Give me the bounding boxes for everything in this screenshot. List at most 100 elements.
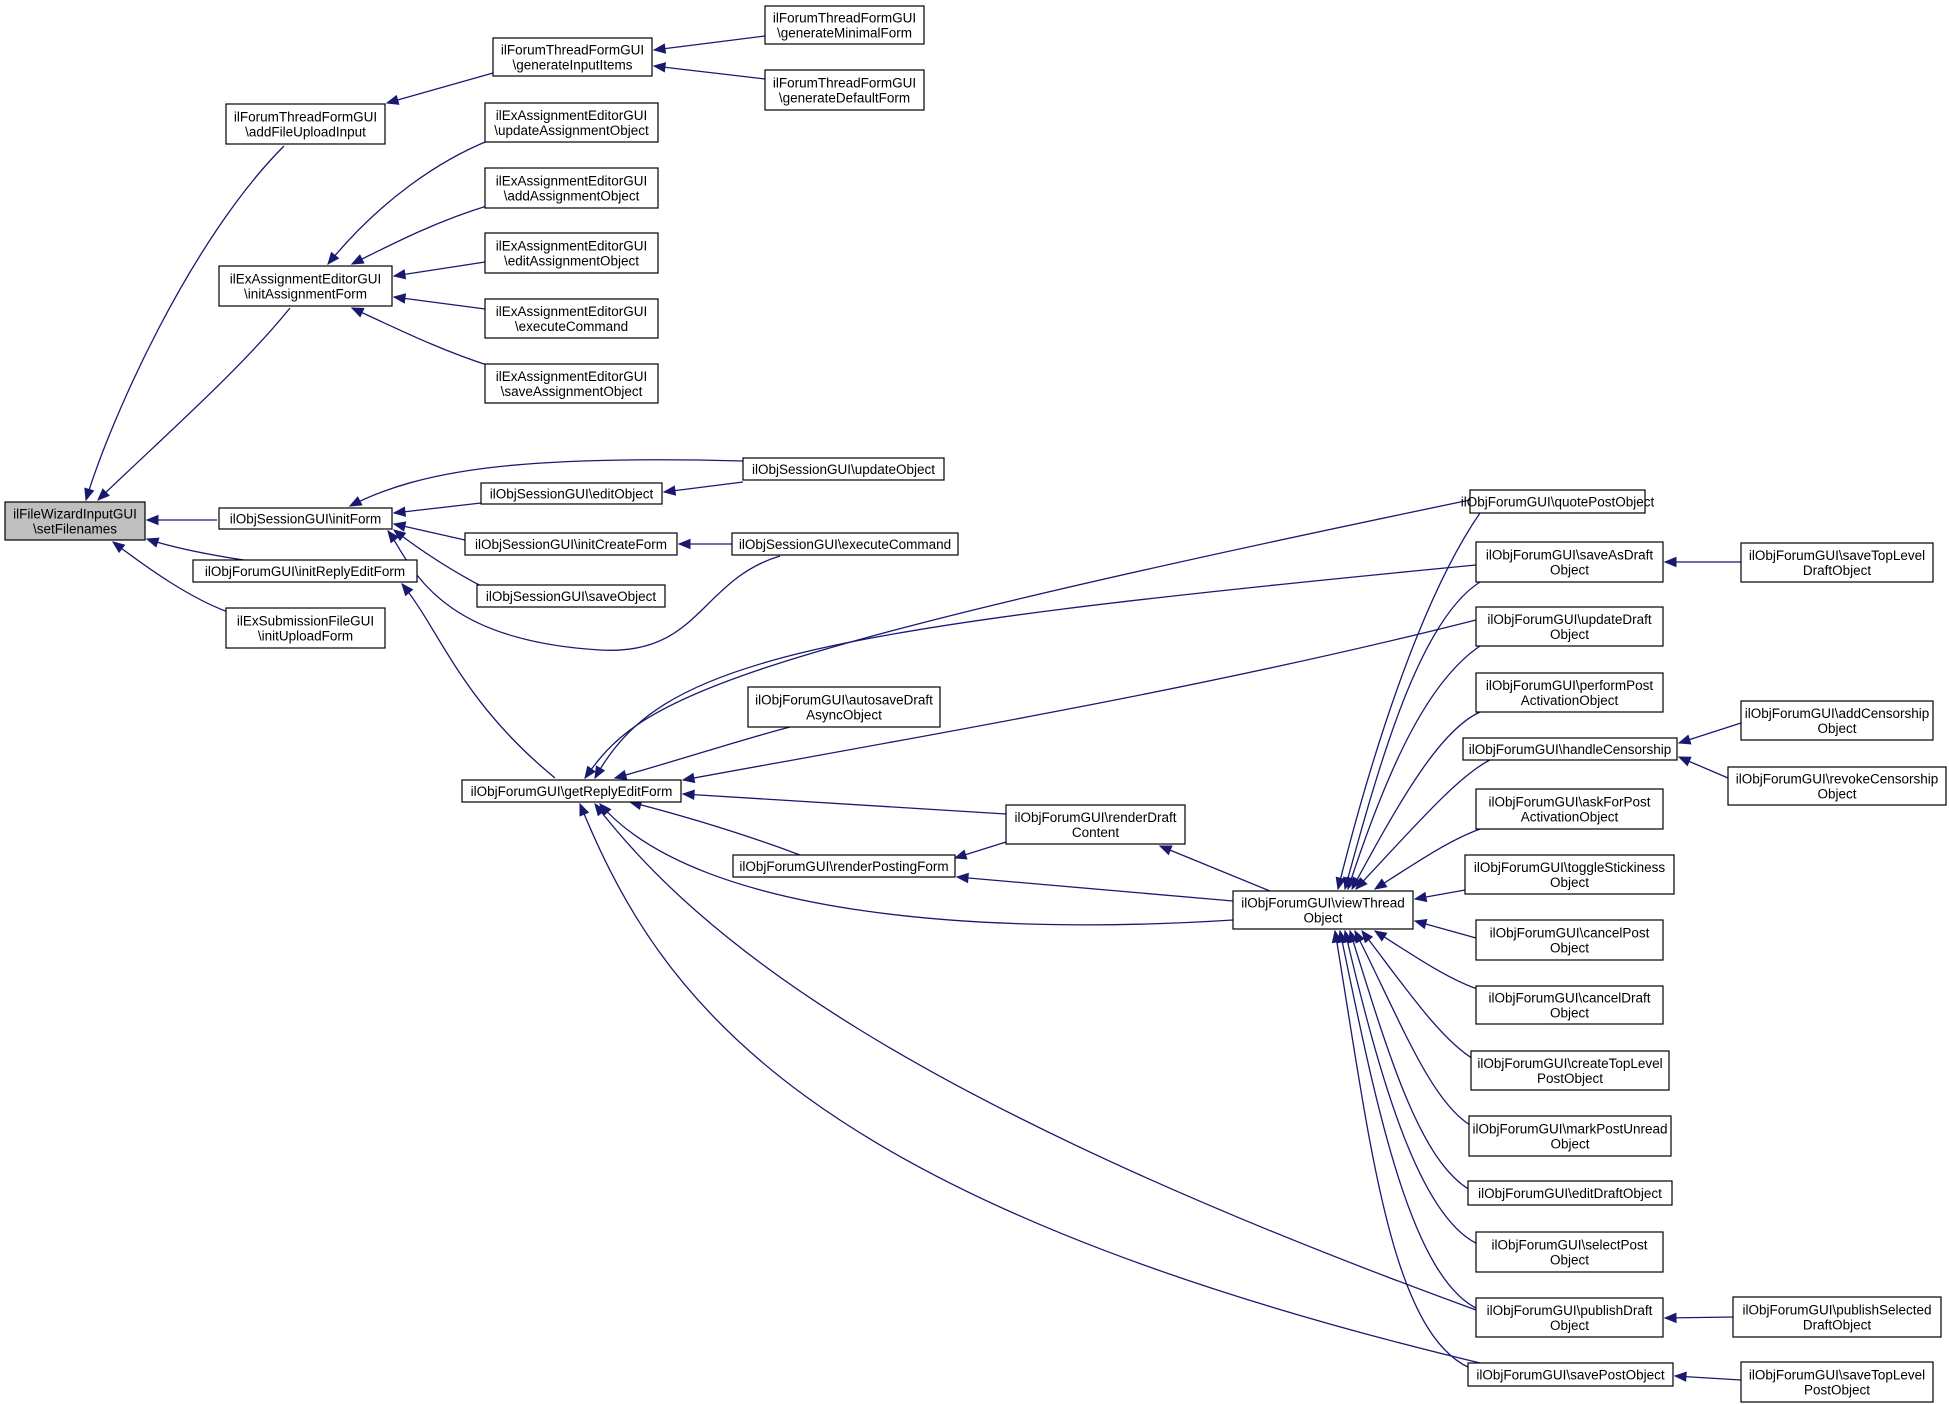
node-initReplyEditForm[interactable]: ilObjForumGUI\initReplyEditForm (192, 559, 418, 583)
node-addFileUploadInput[interactable]: ilForumThreadFormGUI\addFileUploadInput (225, 103, 386, 145)
arrowhead (613, 769, 628, 780)
edge-performPostActivationObject-to-viewThreadObject (1351, 711, 1481, 891)
edge-renderDraftContent-to-getReplyEditForm (681, 789, 1007, 815)
node-editDraftObject[interactable]: ilObjForumGUI\editDraftObject (1467, 1180, 1673, 1206)
node-performPostActivationObject[interactable]: ilObjForumGUI\performPostActivationObjec… (1475, 672, 1664, 713)
node-label: ilObjForumGUI\saveTopLevel (1749, 1368, 1925, 1383)
node-box (192, 559, 418, 583)
node-box (747, 686, 941, 728)
node-generateDefaultForm[interactable]: ilForumThreadFormGUI\generateDefaultForm (764, 69, 925, 111)
node-label: ilObjForumGUI\createTopLevel (1477, 1056, 1662, 1071)
node-label: \initAssignmentForm (244, 287, 367, 302)
node-label: Object (1817, 721, 1856, 736)
edge-line (351, 307, 491, 367)
edge-initReplyEditForm-to-setFilenames (145, 537, 251, 562)
edge-line (599, 803, 1234, 926)
node-quotePostObject[interactable]: ilObjForumGUI\quotePostObject (1461, 489, 1655, 514)
node-getReplyEditForm[interactable]: ilObjForumGUI\getReplyEditForm (461, 779, 682, 803)
node-label: ilObjForumGUI\publishSelected (1742, 1303, 1931, 1318)
node-executeCommandSess[interactable]: ilObjSessionGUI\executeCommand (731, 532, 959, 556)
arrowhead (1373, 930, 1388, 942)
edge-generateDefaultForm-to-generateInputItems (652, 62, 766, 80)
node-saveObjectSess[interactable]: ilObjSessionGUI\saveObject (476, 584, 666, 608)
node-initForm[interactable]: ilObjSessionGUI\initForm (218, 507, 393, 530)
node-label: ilObjForumGUI\askForPost (1488, 795, 1650, 810)
node-saveAssignmentObject[interactable]: ilExAssignmentEditorGUI\saveAssignmentOb… (484, 363, 659, 404)
node-label: ilExAssignmentEditorGUI (496, 239, 648, 254)
arrowhead (955, 872, 969, 884)
edge-line (349, 459, 744, 507)
arrowhead (953, 849, 968, 860)
node-setFilenames[interactable]: ilFileWizardInputGUI\setFilenames (4, 501, 146, 541)
node-label: ilObjForumGUI\renderPostingForm (739, 859, 948, 874)
arrowhead (681, 772, 696, 784)
edge-line (1339, 930, 1481, 1311)
node-updateObjectSess[interactable]: ilObjSessionGUI\updateObject (742, 457, 945, 481)
edge-line (85, 145, 285, 501)
edge-line (1355, 759, 1491, 890)
edge-addAssignmentObject-to-initAssignmentForm (350, 204, 491, 265)
node-box (1727, 766, 1947, 806)
node-box (1475, 919, 1664, 961)
node-label: ilObjForumGUI\initReplyEditForm (205, 564, 405, 579)
node-executeCommandEx[interactable]: ilExAssignmentEditorGUI\executeCommand (484, 298, 659, 339)
node-initUploadForm[interactable]: ilExSubmissionFileGUI\initUploadForm (225, 607, 386, 649)
node-box (484, 102, 659, 143)
edge-line (1159, 845, 1271, 892)
node-label: Object (1550, 941, 1589, 956)
edge-quotePostObject-to-getReplyEditForm (584, 499, 1471, 780)
edge-line (386, 72, 494, 104)
edge-line (956, 876, 1234, 902)
arrowhead (1351, 876, 1363, 891)
node-editObjectSess[interactable]: ilObjSessionGUI\editObject (480, 482, 663, 505)
edge-saveTopLevelDraftObject-to-saveAsDraftObject (1663, 556, 1741, 568)
edge-updateAssignmentObject-to-initAssignmentForm (327, 139, 491, 266)
arrowhead (1673, 1371, 1687, 1382)
node-generateInputItems[interactable]: ilForumThreadFormGUI\generateInputItems (492, 37, 653, 77)
node-initCreateForm[interactable]: ilObjSessionGUI\initCreateForm (464, 532, 678, 556)
node-box (1469, 489, 1646, 514)
edge-viewThreadObject-to-renderDraftContent (1158, 845, 1271, 892)
node-label: ilForumThreadFormGUI (234, 110, 377, 125)
edge-generateMinimalForm-to-generateInputItems (652, 35, 766, 54)
node-label: ilObjForumGUI\quotePostObject (1461, 495, 1655, 510)
node-box (480, 482, 663, 505)
node-addAssignmentObject[interactable]: ilExAssignmentEditorGUI\addAssignmentObj… (484, 167, 659, 209)
arrowhead (145, 537, 160, 548)
node-generateMinimalForm[interactable]: ilForumThreadFormGUI\generateMinimalForm (764, 5, 925, 45)
node-label: PostObject (1804, 1383, 1870, 1398)
node-box (218, 507, 393, 530)
node-box (225, 103, 386, 145)
node-label: Object (1550, 627, 1589, 642)
node-renderPostingForm[interactable]: ilObjForumGUI\renderPostingForm (732, 854, 956, 878)
node-editAssignmentObject[interactable]: ilExAssignmentEditorGUI\editAssignmentOb… (484, 232, 659, 274)
node-handleCensorship[interactable]: ilObjForumGUI\handleCensorship (1462, 737, 1678, 761)
arrowhead (401, 582, 414, 597)
node-savePostObject[interactable]: ilObjForumGUI\savePostObject (1467, 1362, 1674, 1387)
node-updateAssignmentObject[interactable]: ilExAssignmentEditorGUI\updateAssignment… (484, 102, 659, 143)
node-box (1475, 541, 1664, 583)
arrowhead (681, 789, 695, 800)
edge-line (393, 523, 466, 541)
arrowhead (1663, 556, 1677, 568)
node-initAssignmentForm[interactable]: ilExAssignmentEditorGUI\initAssignmentFo… (218, 265, 393, 307)
node-label: ilObjForumGUI\viewThread (1241, 896, 1405, 911)
